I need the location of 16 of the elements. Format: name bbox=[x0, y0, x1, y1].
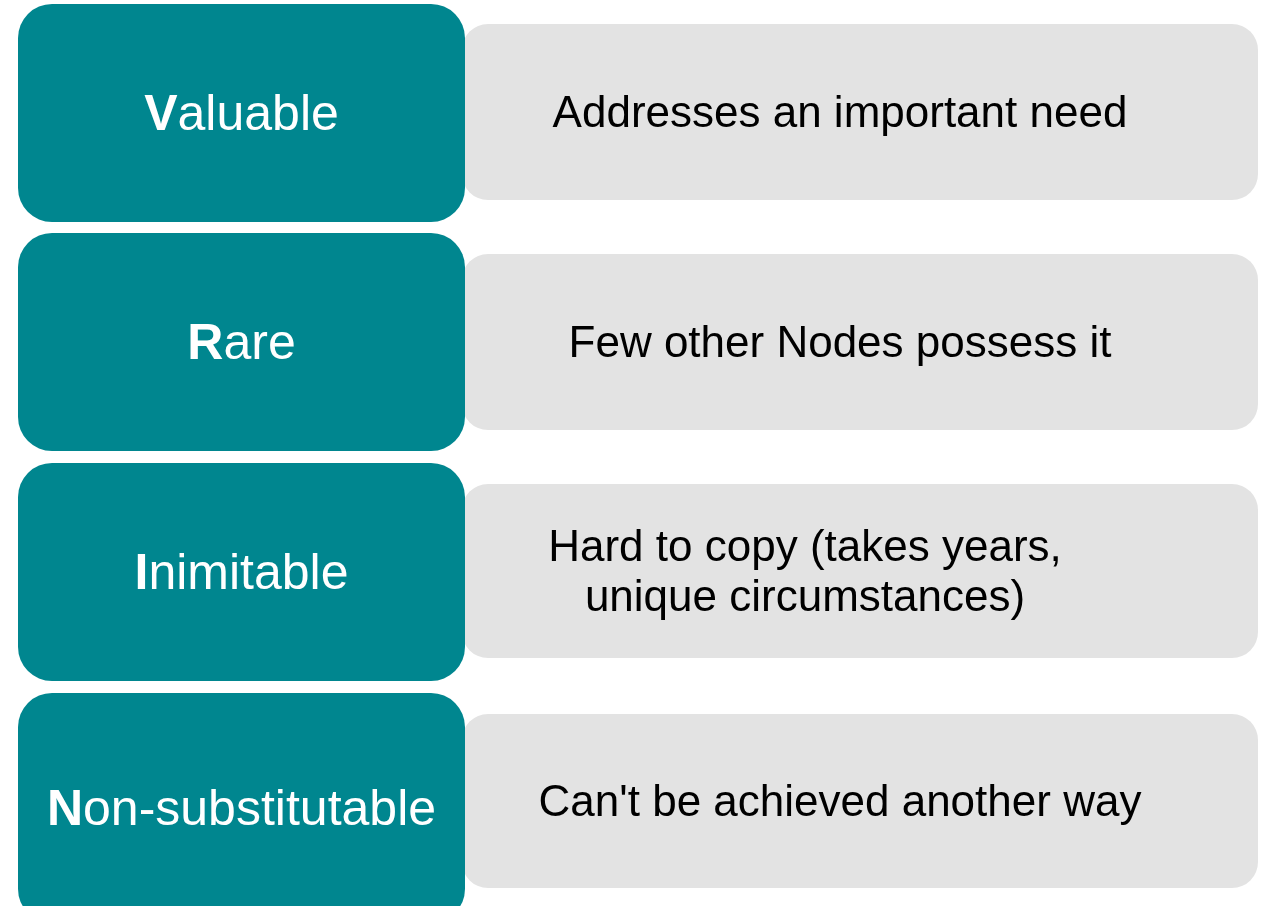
term-box bbox=[18, 693, 465, 906]
description-text: Can't be achieved another way bbox=[538, 776, 1142, 826]
term-box bbox=[18, 463, 465, 681]
term-label: Rare bbox=[187, 313, 296, 371]
term-box bbox=[18, 4, 465, 222]
description-text: Hard to copy (takes years, unique circumstances) bbox=[547, 521, 1063, 621]
description-box bbox=[462, 254, 1258, 430]
term-box bbox=[18, 233, 465, 451]
description-box bbox=[462, 484, 1258, 658]
description-text: Few other Nodes possess it bbox=[568, 317, 1112, 367]
term-label: Non-substitutable bbox=[46, 779, 437, 837]
description-box bbox=[462, 24, 1258, 200]
term-label: Valuable bbox=[144, 84, 339, 142]
description-text: Addresses an important need bbox=[552, 87, 1128, 137]
term-label: Inimitable bbox=[134, 543, 349, 601]
description-box bbox=[462, 714, 1258, 888]
